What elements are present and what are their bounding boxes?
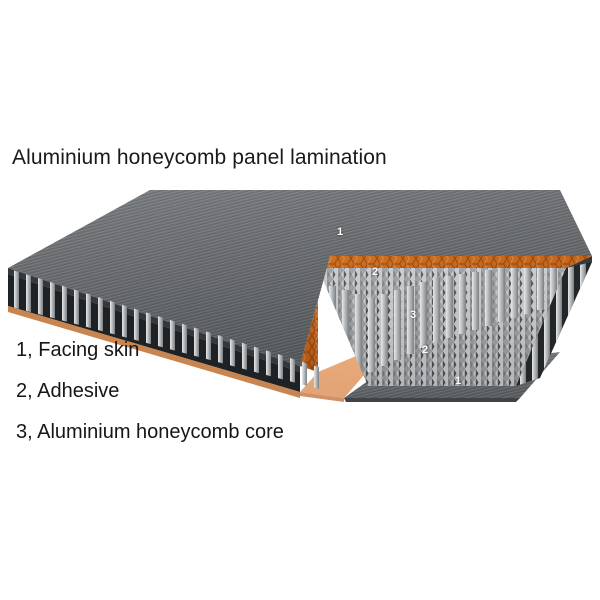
top-facing-skin xyxy=(8,190,592,372)
legend: 1, Facing skin 2, Adhesive 3, Aluminium … xyxy=(16,330,284,453)
legend-item-honeycomb-core: 3, Aluminium honeycomb core xyxy=(16,421,284,443)
front-core-edge xyxy=(8,270,319,398)
top-adhesive-layer xyxy=(300,256,592,372)
page-title: Aluminium honeycomb panel lamination xyxy=(12,146,387,169)
legend-item-adhesive: 2, Adhesive xyxy=(16,380,120,402)
legend-item-facing-skin: 1, Facing skin xyxy=(16,339,140,361)
